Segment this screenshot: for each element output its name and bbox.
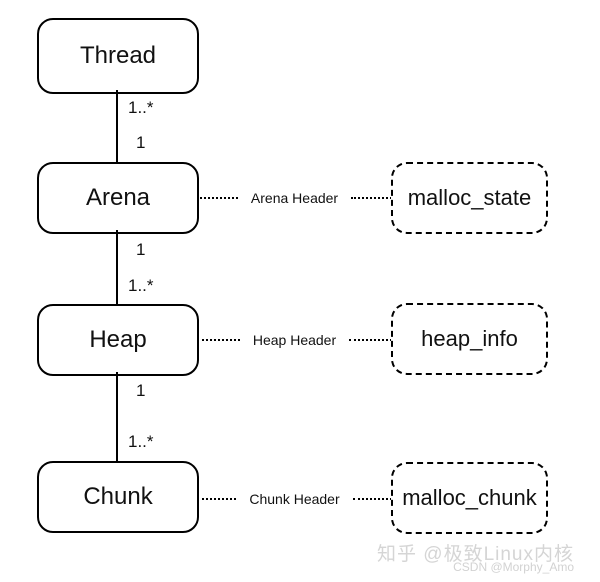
multiplicity-thread-arena-lower: 1 [136, 133, 146, 152]
connector-chunk-header: Chunk Header [197, 489, 392, 509]
struct-malloc-chunk: malloc_chunk [391, 462, 548, 534]
edge-thread-arena-line [116, 90, 118, 162]
dotted-line [197, 498, 237, 500]
connector-heap-header: Heap Header [197, 330, 392, 350]
node-chunk: Chunk [37, 461, 199, 533]
node-thread: Thread [37, 18, 199, 94]
struct-heap-info-label: heap_info [421, 326, 518, 351]
node-arena: Arena [37, 162, 199, 234]
connector-arena-header-label: Arena Header [250, 190, 339, 206]
watermark: 知乎 @极致Linux内核 CSDN @Morphy_Amo [377, 544, 574, 574]
dotted-line [349, 339, 392, 341]
multiplicity-arena-heap-upper: 1 [136, 240, 146, 259]
struct-malloc-state: malloc_state [391, 162, 548, 234]
dotted-line [351, 197, 393, 199]
node-thread-label: Thread [79, 42, 157, 69]
struct-heap-info: heap_info [391, 303, 548, 375]
node-chunk-label: Chunk [83, 483, 153, 510]
watermark-csdn-text: CSDN @Morphy_Amo [453, 560, 574, 574]
multiplicity-thread-arena-upper: 1..* [128, 98, 154, 117]
edge-arena-heap-line [116, 230, 118, 304]
dotted-line [197, 197, 238, 199]
node-heap-label: Heap [89, 326, 147, 353]
watermark-zhihu-text: 知乎 @极致Linux内核 [377, 544, 574, 565]
struct-malloc-state-label: malloc_state [407, 185, 532, 210]
struct-malloc-chunk-label: malloc_chunk [402, 485, 537, 510]
multiplicity-heap-chunk-lower: 1..* [128, 432, 154, 451]
multiplicity-arena-heap-lower: 1..* [128, 276, 154, 295]
connector-heap-header-label: Heap Header [252, 332, 337, 348]
node-arena-label: Arena [85, 184, 151, 211]
node-heap: Heap [37, 304, 199, 376]
edge-heap-chunk-line [116, 372, 118, 461]
dotted-line [352, 498, 392, 500]
connector-arena-header: Arena Header [197, 188, 393, 208]
multiplicity-heap-chunk-upper: 1 [136, 381, 146, 400]
dotted-line [197, 339, 240, 341]
connector-chunk-header-label: Chunk Header [249, 491, 340, 507]
